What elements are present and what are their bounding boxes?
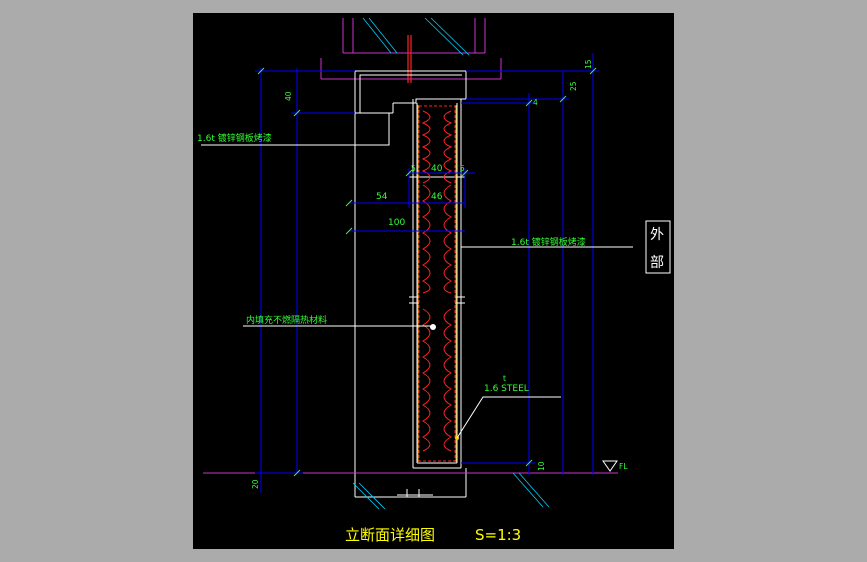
drawing-title: 立断面详细图 [345, 526, 435, 544]
drawing-scale: S=1:3 [475, 526, 521, 544]
section-outline [354, 70, 467, 498]
dim-4: 4 [533, 98, 538, 107]
dimension-lines [255, 53, 599, 493]
callout-plate-left: 1.6t 镀锌钢板烤漆 [197, 132, 272, 144]
exterior-label: 外 部 [645, 220, 671, 274]
section-detail-drawing: 40 15 25 4 5 40 5 54 46 100 10 20 1.6t 镀… [197, 17, 671, 544]
bottom-hatch [352, 472, 550, 510]
dim-25: 25 [569, 81, 578, 91]
callout-steel: 1.6 STEEL [484, 384, 529, 394]
callout-plate-right: 1.6t 镀锌钢板烤漆 [511, 236, 586, 248]
dim-5-left: 5 [411, 164, 416, 173]
dim-100: 100 [388, 218, 405, 228]
dim-15: 15 [584, 59, 593, 69]
dim-54: 54 [376, 192, 388, 202]
callout-insulation: 内填充不燃隔热材料 [246, 314, 327, 326]
level-triangle-icon [602, 460, 618, 472]
dim-40-vertical: 40 [284, 91, 293, 101]
callout-steel-prefix: t [503, 374, 506, 383]
panel-yellow-edge [417, 105, 457, 462]
insulation-fill [418, 105, 456, 462]
dim-40-inner: 40 [431, 164, 443, 174]
cad-drawing-area: 40 15 25 4 5 40 5 54 46 100 10 20 1.6t 镀… [193, 13, 674, 549]
exterior-char-2: 部 [650, 255, 664, 271]
dim-20: 20 [251, 479, 260, 489]
floor-level-marker: FL [602, 460, 628, 472]
top-hatch [362, 17, 470, 56]
dim-46: 46 [431, 192, 443, 202]
top-anchor [407, 35, 412, 83]
dim-10: 10 [537, 461, 546, 471]
exterior-char-1: 外 [650, 227, 664, 243]
dim-5-right: 5 [460, 164, 465, 173]
floor-label: FL [619, 462, 628, 471]
dimension-ticks [257, 67, 597, 477]
leader-lines [201, 113, 633, 439]
insulation-leader-dot [430, 324, 436, 330]
